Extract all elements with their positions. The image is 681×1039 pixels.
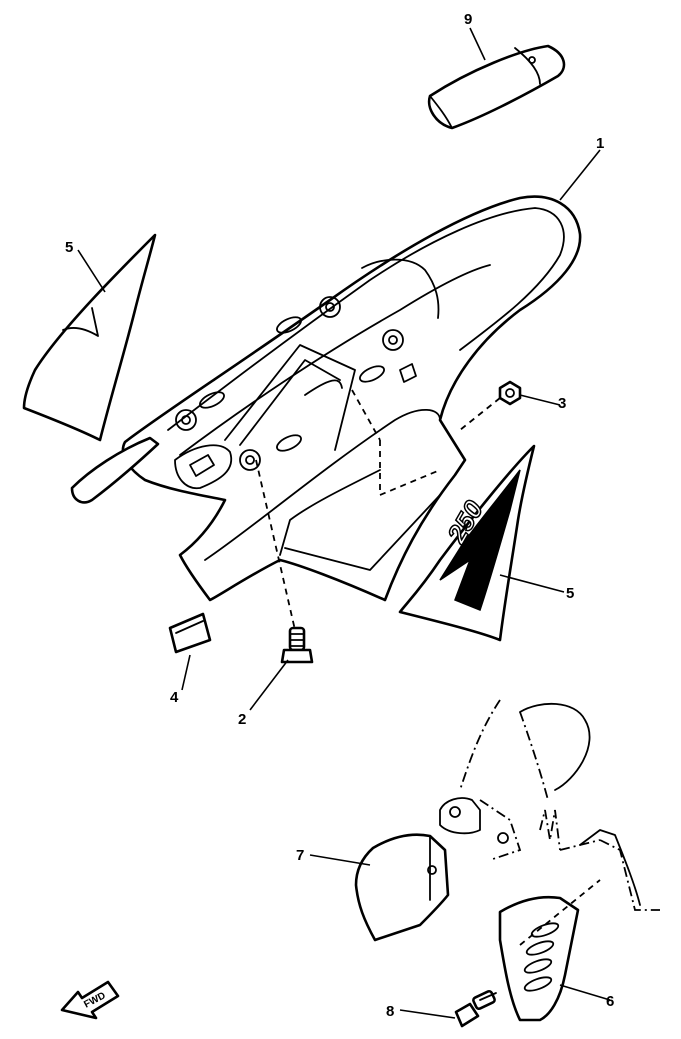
part-7-guard [354, 833, 450, 942]
part-8-screw [454, 990, 497, 1028]
callout-9: 9 [464, 11, 472, 28]
callout-numbers: 9 1 5 3 5 4 2 7 6 8 [65, 11, 614, 1020]
part-9-pad [427, 44, 566, 130]
part-6-heat-shield [498, 879, 601, 1022]
leader-lines [77, 27, 611, 1019]
callout-8: 8 [386, 1003, 394, 1020]
callout-5-right: 5 [566, 585, 574, 602]
part-5-left-side-cover [22, 233, 157, 442]
frame-section [439, 699, 660, 911]
part-1-rear-fender [70, 195, 582, 602]
callout-6: 6 [606, 993, 614, 1010]
callout-3: 3 [558, 395, 566, 412]
callout-4: 4 [170, 689, 179, 706]
callout-1: 1 [596, 135, 604, 152]
callout-7: 7 [296, 847, 304, 864]
fwd-direction-arrow: FWD [60, 980, 120, 1020]
part-2-bolt [255, 459, 314, 664]
callout-2: 2 [238, 711, 246, 728]
part-4-plate [168, 612, 212, 654]
part-3-nut [459, 380, 522, 431]
callout-5-left: 5 [65, 239, 73, 256]
